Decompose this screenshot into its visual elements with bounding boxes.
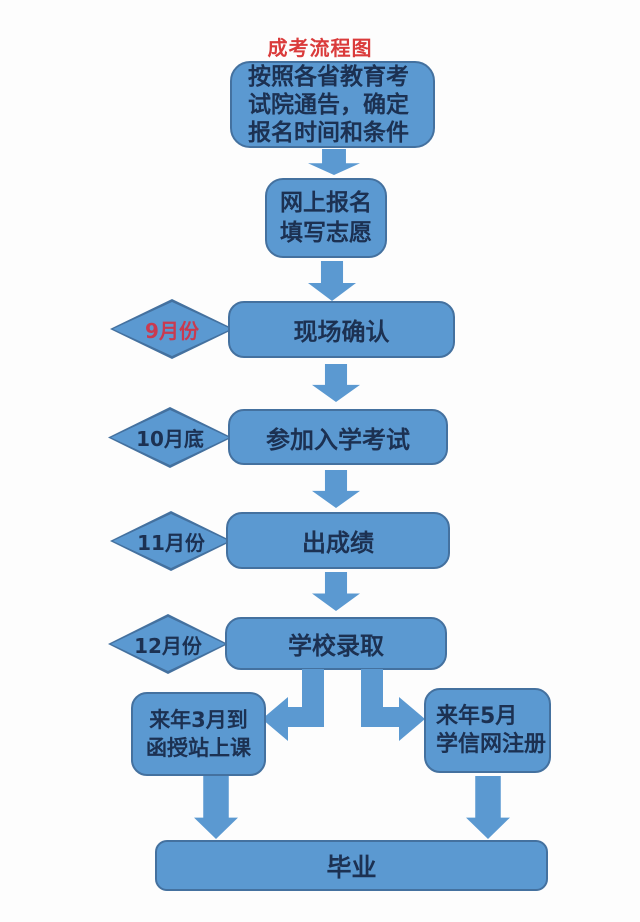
arrow-down-register-to-confirm [308, 261, 356, 301]
milestone-december-diamond: 12月份 [108, 614, 228, 674]
arrow-down-enrollment-to-graduate [466, 776, 510, 839]
milestone-september-label: 9月份 [145, 318, 199, 343]
node-onsite-confirm: 现场确认 [228, 301, 455, 358]
arrow-down-notice-to-register [308, 149, 360, 175]
node-chsi-registration: 来年5月 学信网注册 [424, 688, 551, 773]
milestone-october-label: 10月底 [136, 427, 204, 451]
node-online-register: 网上报名 填写志愿 [265, 178, 387, 258]
milestone-november-diamond: 11月份 [110, 511, 232, 571]
arrow-elbow-right-head [399, 697, 425, 741]
milestone-september-diamond: 9月份 [110, 299, 234, 359]
milestone-december-label: 12月份 [134, 633, 202, 658]
milestone-november-label: 11月份 [137, 530, 205, 555]
arrow-down-results-to-admission [312, 572, 360, 611]
arrow-down-exam-to-results [312, 470, 360, 508]
node-graduation: 毕业 [155, 840, 548, 891]
node-correspondence-classes: 来年3月到 函授站上课 [131, 692, 266, 776]
arrow-down-classes-to-graduate [194, 776, 238, 839]
node-results: 出成绩 [226, 512, 450, 569]
arrow-elbow-right-bar [378, 707, 402, 727]
flow-title: 成考流程图 [267, 36, 373, 60]
node-admission: 学校录取 [225, 617, 447, 670]
arrow-elbow-right-stem [361, 669, 383, 727]
arrow-elbow-left-bar [286, 707, 324, 727]
milestone-october-diamond: 10月底 [108, 407, 232, 468]
arrow-down-confirm-to-exam [312, 364, 360, 402]
node-notice: 按照各省教育考 试院通告，确定 报名时间和条件 [230, 61, 435, 148]
node-entrance-exam: 参加入学考试 [228, 409, 448, 465]
